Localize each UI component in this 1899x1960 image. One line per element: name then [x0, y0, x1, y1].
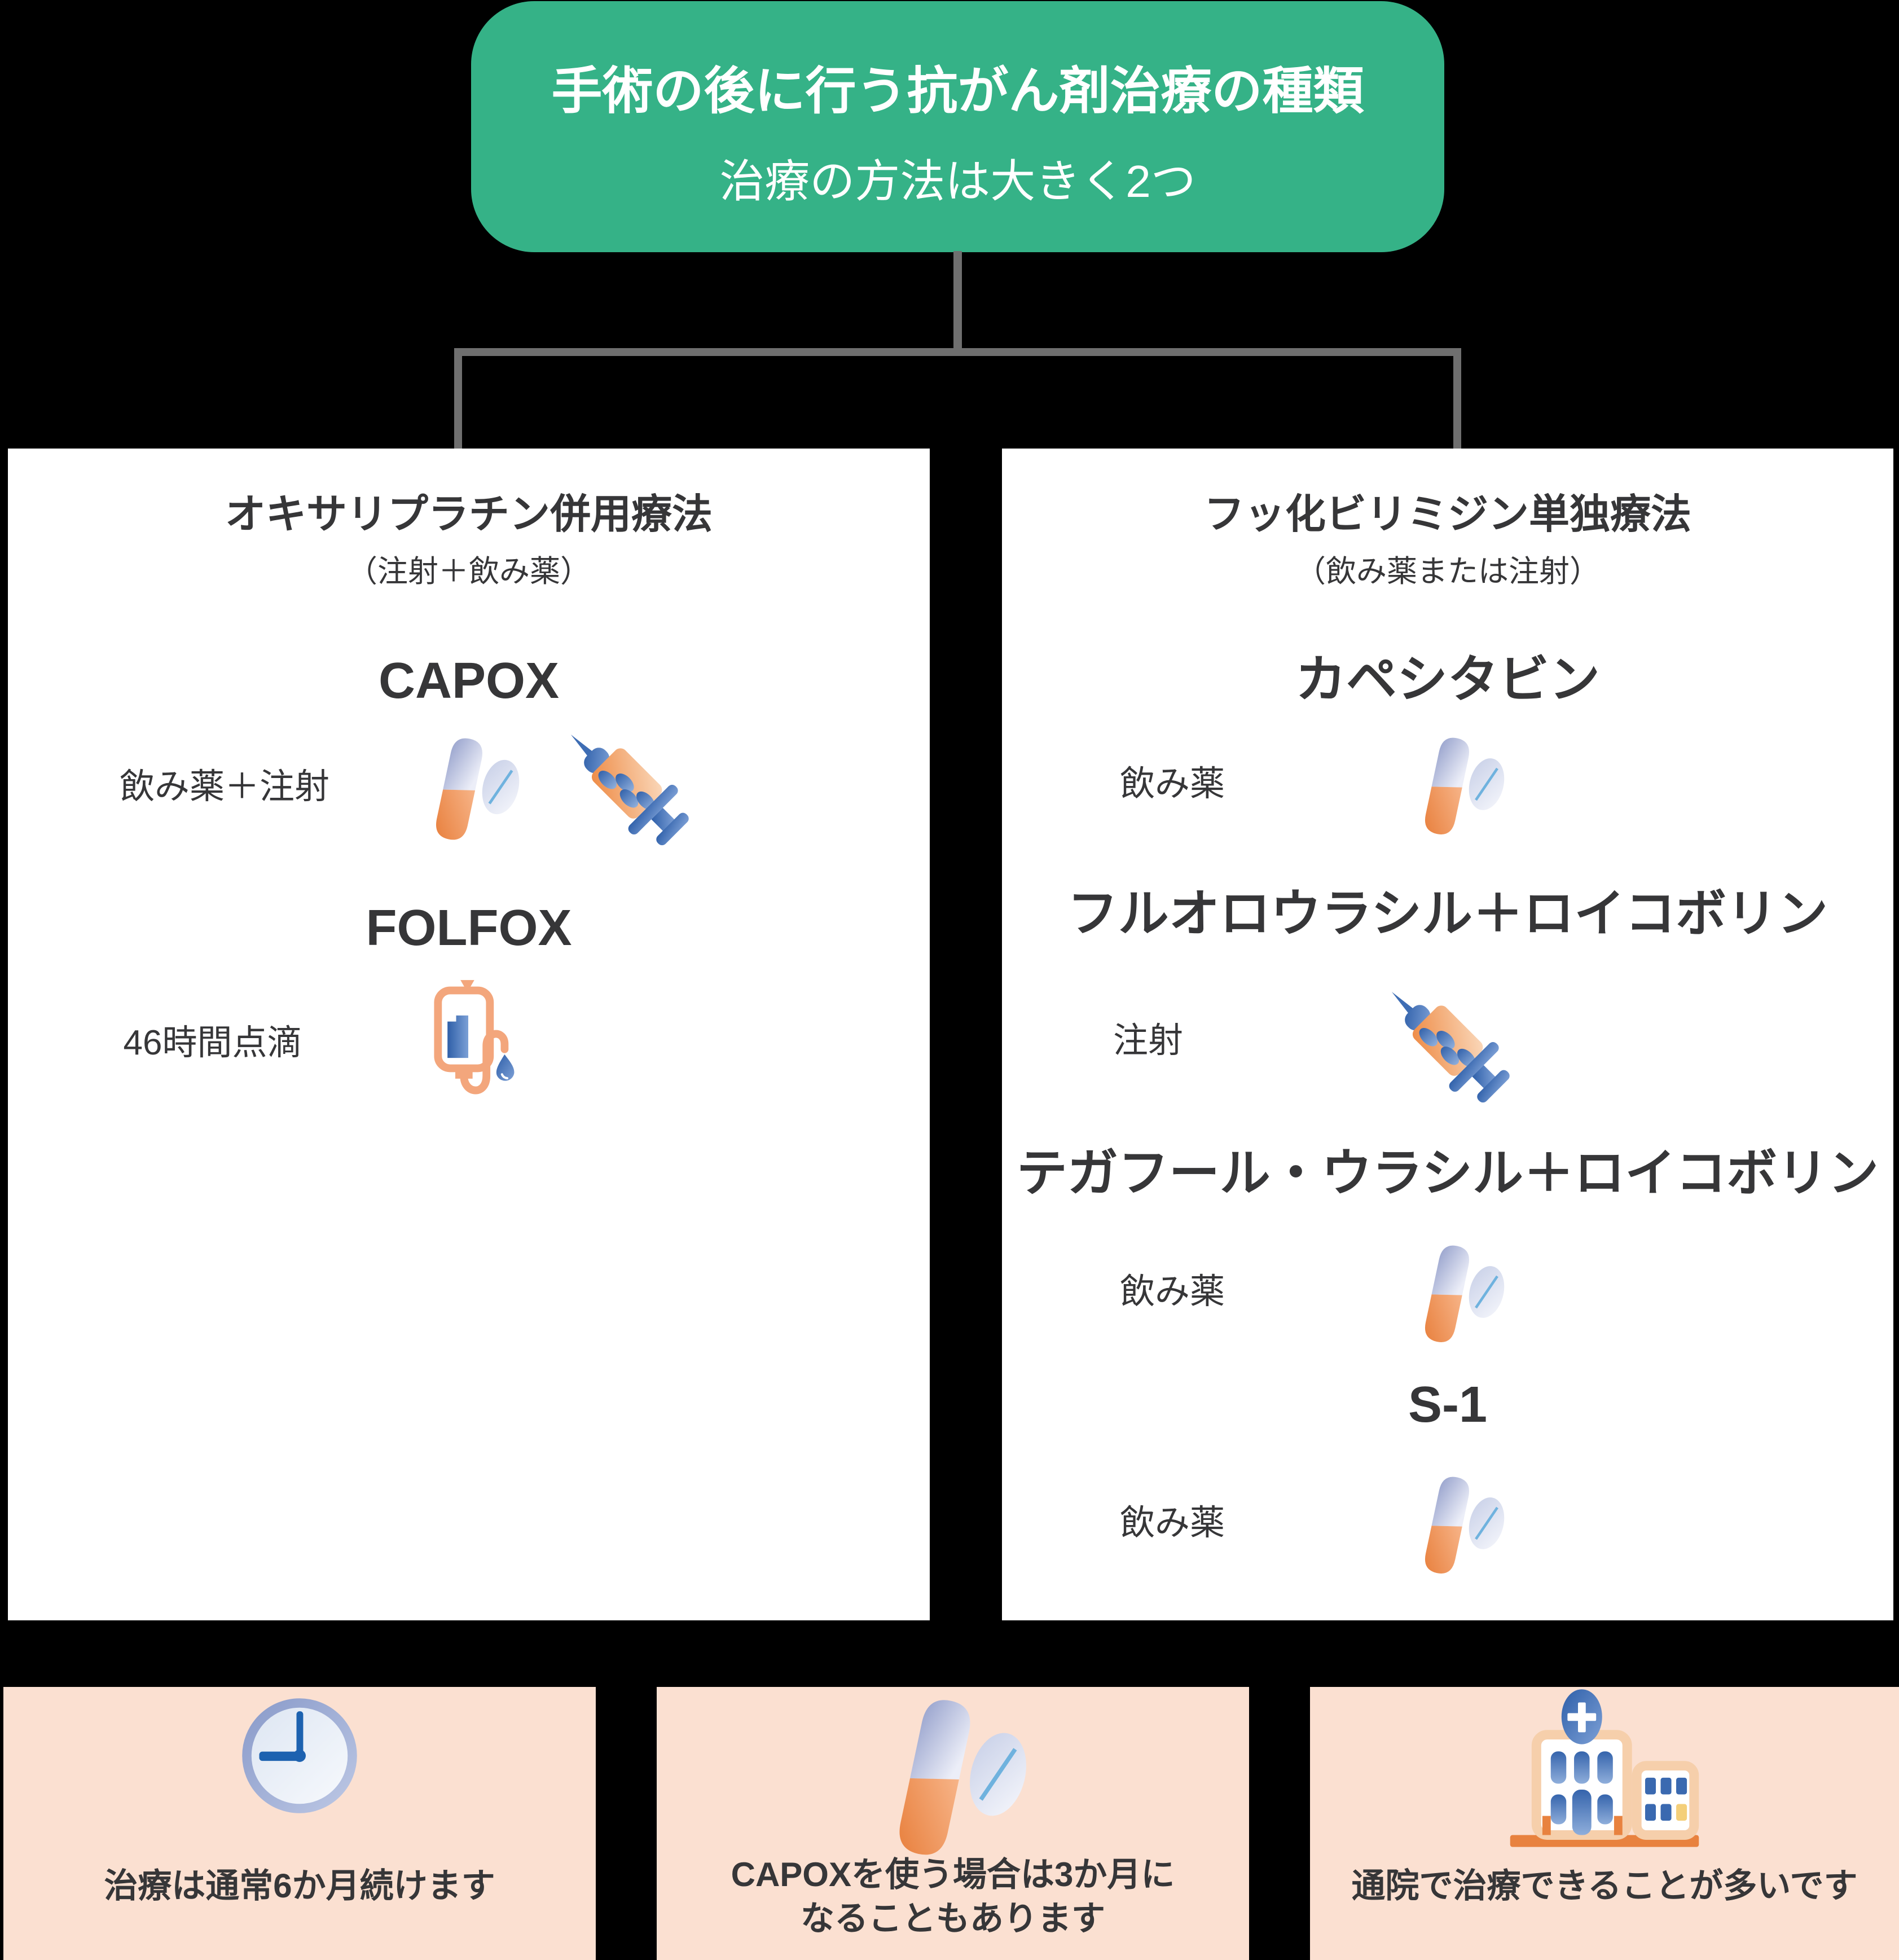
regimen-route-tegafur-uracil-leucovorin: 飲み薬 — [1119, 1272, 1225, 1311]
regimen-name-folfox: FOLFOX — [366, 900, 572, 956]
note-text-duration: 治療は通常6か月続けます — [104, 1867, 495, 1905]
right-panel: フッ化ビリミジン単独療法 （飲み薬または注射） カペシタビン 飲み薬 フルオロウ… — [1002, 449, 1893, 1620]
note-text-capox-duration: CAPOXを使う場合は3か月に なることもあります — [731, 1853, 1175, 1941]
note-text-line: CAPOXを使う場合は3か月に — [731, 1856, 1175, 1893]
regimen-name-s1: S-1 — [1408, 1377, 1488, 1433]
regimen-route-s1: 飲み薬 — [1119, 1504, 1225, 1542]
regimen-route-folfox: 46時間点滴 — [123, 1023, 302, 1062]
iv-drip-icon — [403, 978, 533, 1108]
root-title-box: 手術の後に行う抗がん剤治療の種類 治療の方法は大きく2つ — [471, 1, 1444, 252]
regimen-name-tegafur-uracil-leucovorin: テガフール・ウラシル＋ロイコボリン — [1016, 1145, 1879, 1202]
connector-left-drop — [454, 354, 462, 449]
pill-icon — [412, 728, 530, 846]
regimen-route-fluorouracil-leucovorin: 注射 — [1113, 1021, 1184, 1060]
note-box-outpatient: 通院で治療できることが多いです — [1310, 1687, 1899, 1960]
page-subtitle: 治療の方法は大きく2つ — [719, 156, 1196, 206]
pill-icon — [863, 1684, 1043, 1865]
page-title: 手術の後に行う抗がん剤治療の種類 — [551, 63, 1364, 120]
regimen-route-capecitabine: 飲み薬 — [1119, 764, 1225, 803]
connector-right-drop — [1453, 354, 1461, 449]
regimen-name-capox: CAPOX — [378, 653, 560, 709]
right-panel-subtitle: （飲み薬または注射） — [1295, 555, 1600, 588]
note-text-line: なることもあります — [801, 1900, 1105, 1937]
regimen-name-fluorouracil-leucovorin: フルオロウラシル＋ロイコボリン — [1067, 886, 1828, 942]
note-text-outpatient: 通院で治療できることが多いです — [1351, 1867, 1858, 1905]
pill-icon — [1402, 1467, 1515, 1580]
syringe-icon — [553, 706, 705, 859]
left-panel: オキサリプラチン併用療法 （注射＋飲み薬） CAPOX 飲み薬＋注射 FOLFO… — [8, 449, 930, 1620]
note-box-duration: 治療は通常6か月続けます — [3, 1687, 596, 1960]
hospital-icon — [1503, 1682, 1706, 1856]
note-box-capox-duration: CAPOXを使う場合は3か月に なることもあります — [657, 1687, 1249, 1960]
syringe-icon — [1374, 964, 1526, 1116]
pill-icon — [1402, 1236, 1515, 1348]
left-panel-title: オキサリプラチン併用療法 — [225, 492, 713, 537]
left-panel-subtitle: （注射＋飲み薬） — [347, 555, 591, 588]
connector-stem — [953, 251, 962, 350]
regimen-name-capecitabine: カペシタビン — [1295, 652, 1600, 708]
right-panel-title: フッ化ビリミジン単独療法 — [1203, 492, 1692, 537]
connector-crossbar — [454, 348, 1461, 356]
clock-icon — [238, 1694, 362, 1818]
regimen-route-capox: 飲み薬＋注射 — [119, 767, 330, 806]
pill-icon — [1402, 728, 1515, 841]
